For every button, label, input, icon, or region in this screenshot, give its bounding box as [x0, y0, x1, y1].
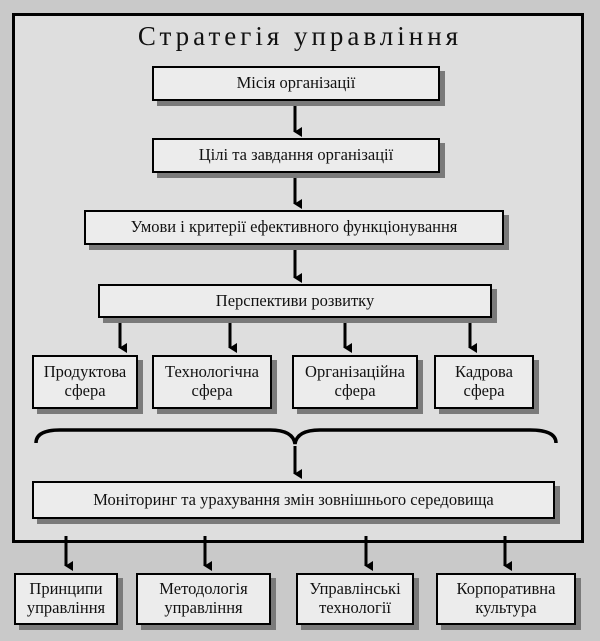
output-3-line-1: Управлінські: [309, 579, 401, 599]
sphere-4-line-2: сфера: [463, 381, 505, 400]
conditions-box: Умови і критерії ефективного функціонува…: [84, 210, 504, 245]
output-box-technologies: Управлінські технології: [296, 573, 414, 625]
mission-label: Місія організації: [236, 73, 356, 93]
sphere-box-technology: Технологічна сфера: [152, 355, 272, 409]
sphere-box-organization: Організаційна сфера: [292, 355, 418, 409]
sphere-3-line-2: сфера: [334, 381, 376, 400]
output-3-line-2: технології: [319, 598, 391, 617]
sphere-box-product: Продуктова сфера: [32, 355, 138, 409]
output-box-methodology: Методологія управління: [136, 573, 271, 625]
prospects-label: Перспективи розвитку: [215, 290, 375, 310]
output-1-line-1: Принципи: [29, 579, 103, 599]
sphere-1-line-2: сфера: [64, 381, 106, 400]
output-box-culture: Корпоративна культура: [436, 573, 576, 625]
output-box-principles: Принципи управління: [14, 573, 118, 625]
monitoring-label: Моніторинг та урахування змін зовнішньог…: [93, 489, 494, 509]
conditions-label: Умови і критерії ефективного функціонува…: [130, 217, 458, 237]
output-4-line-2: культура: [475, 598, 537, 617]
output-2-line-1: Методологія: [159, 579, 248, 599]
sphere-2-line-1: Технологічна: [165, 362, 259, 382]
goals-box: Цілі та завдання організації: [152, 138, 440, 173]
sphere-1-line-1: Продуктова: [43, 362, 127, 382]
sphere-4-line-1: Кадрова: [455, 362, 513, 382]
sphere-2-line-2: сфера: [191, 381, 233, 400]
sphere-3-line-1: Організаційна: [305, 362, 405, 382]
output-2-line-2: управління: [164, 598, 243, 617]
output-4-line-1: Корпоративна: [456, 579, 556, 599]
prospects-box: Перспективи розвитку: [98, 284, 492, 318]
monitoring-box: Моніторинг та урахування змін зовнішньог…: [32, 481, 555, 519]
goals-label: Цілі та завдання організації: [198, 145, 394, 165]
mission-box: Місія організації: [152, 66, 440, 101]
output-1-line-2: управління: [26, 598, 106, 617]
diagram-title: Стратегія управління: [137, 21, 463, 51]
brace-spheres: [34, 428, 558, 445]
sphere-box-personnel: Кадрова сфера: [434, 355, 534, 409]
